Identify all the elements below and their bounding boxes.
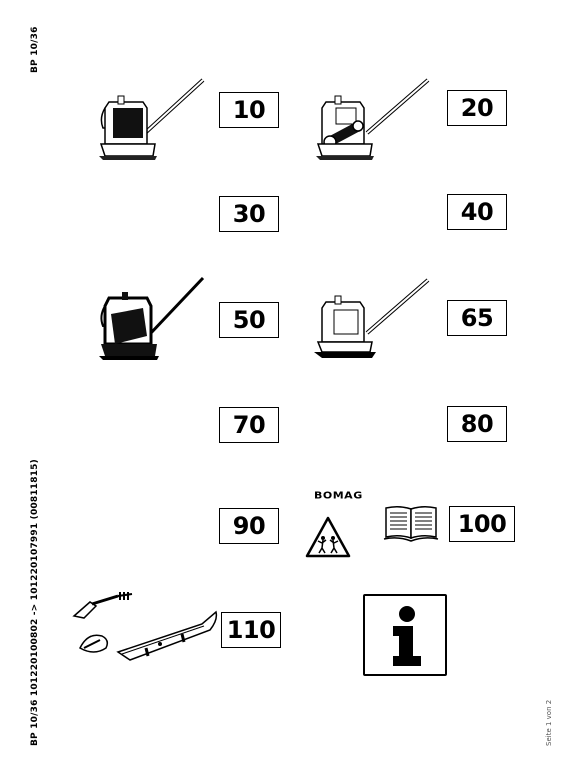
section-box-100: 100 [449,506,515,542]
section-box-110: 110 [221,612,281,648]
section-box-40: 40 [447,194,507,230]
information-sign [363,594,447,676]
info-i-icon [393,606,421,666]
section-box-30: 30 [219,196,279,232]
operating-manual-book-icon [383,505,439,542]
section-box-90: 90 [219,508,279,544]
compactor-engine-illustration [99,78,205,160]
compactor-frame-illustration [99,276,205,360]
accessories-illustration [72,592,218,661]
section-box-80: 80 [447,406,507,442]
section-box-50: 50 [219,302,279,338]
compactor-baseplate-illustration [314,278,430,358]
side-title: BP 10/36 [30,26,40,73]
page-number-note: Seite 1 von 2 [545,699,553,746]
section-box-20: 20 [447,90,507,126]
side-serial-range: BP 10/36 101220100802 -> 101220107991 (0… [30,459,40,746]
compactor-belt-illustration [316,78,430,160]
safety-warning-icon [305,516,351,558]
section-box-65: 65 [447,300,507,336]
section-box-70: 70 [219,407,279,443]
section-box-10: 10 [219,92,279,128]
bomag-logo: BOMAG [314,489,363,502]
